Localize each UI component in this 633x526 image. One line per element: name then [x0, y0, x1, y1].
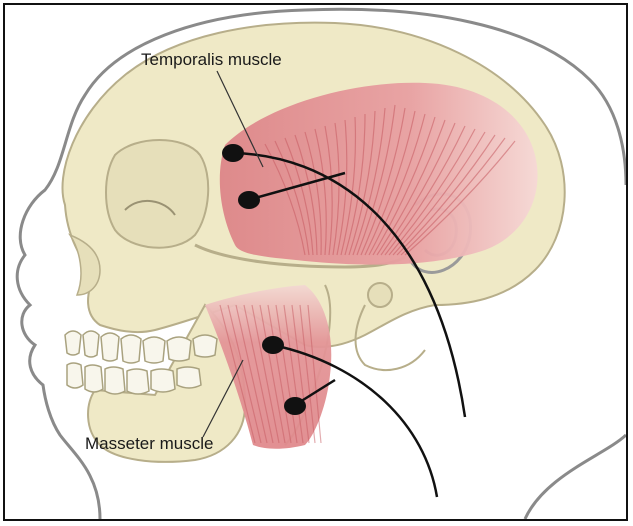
anatomy-illustration: Temporalis muscle Masseter muscle	[5, 5, 626, 519]
neck-outline	[525, 435, 626, 519]
temporalis-label: Temporalis muscle	[141, 50, 282, 69]
masseter-label: Masseter muscle	[85, 434, 213, 453]
masseter-electrode-upper	[262, 336, 284, 354]
diagram-frame: Temporalis muscle Masseter muscle	[3, 3, 628, 521]
masseter-electrode-lower	[284, 397, 306, 415]
temporalis-electrode-lower	[238, 191, 260, 209]
temporalis-electrode-upper	[222, 144, 244, 162]
eye-socket	[106, 140, 208, 248]
